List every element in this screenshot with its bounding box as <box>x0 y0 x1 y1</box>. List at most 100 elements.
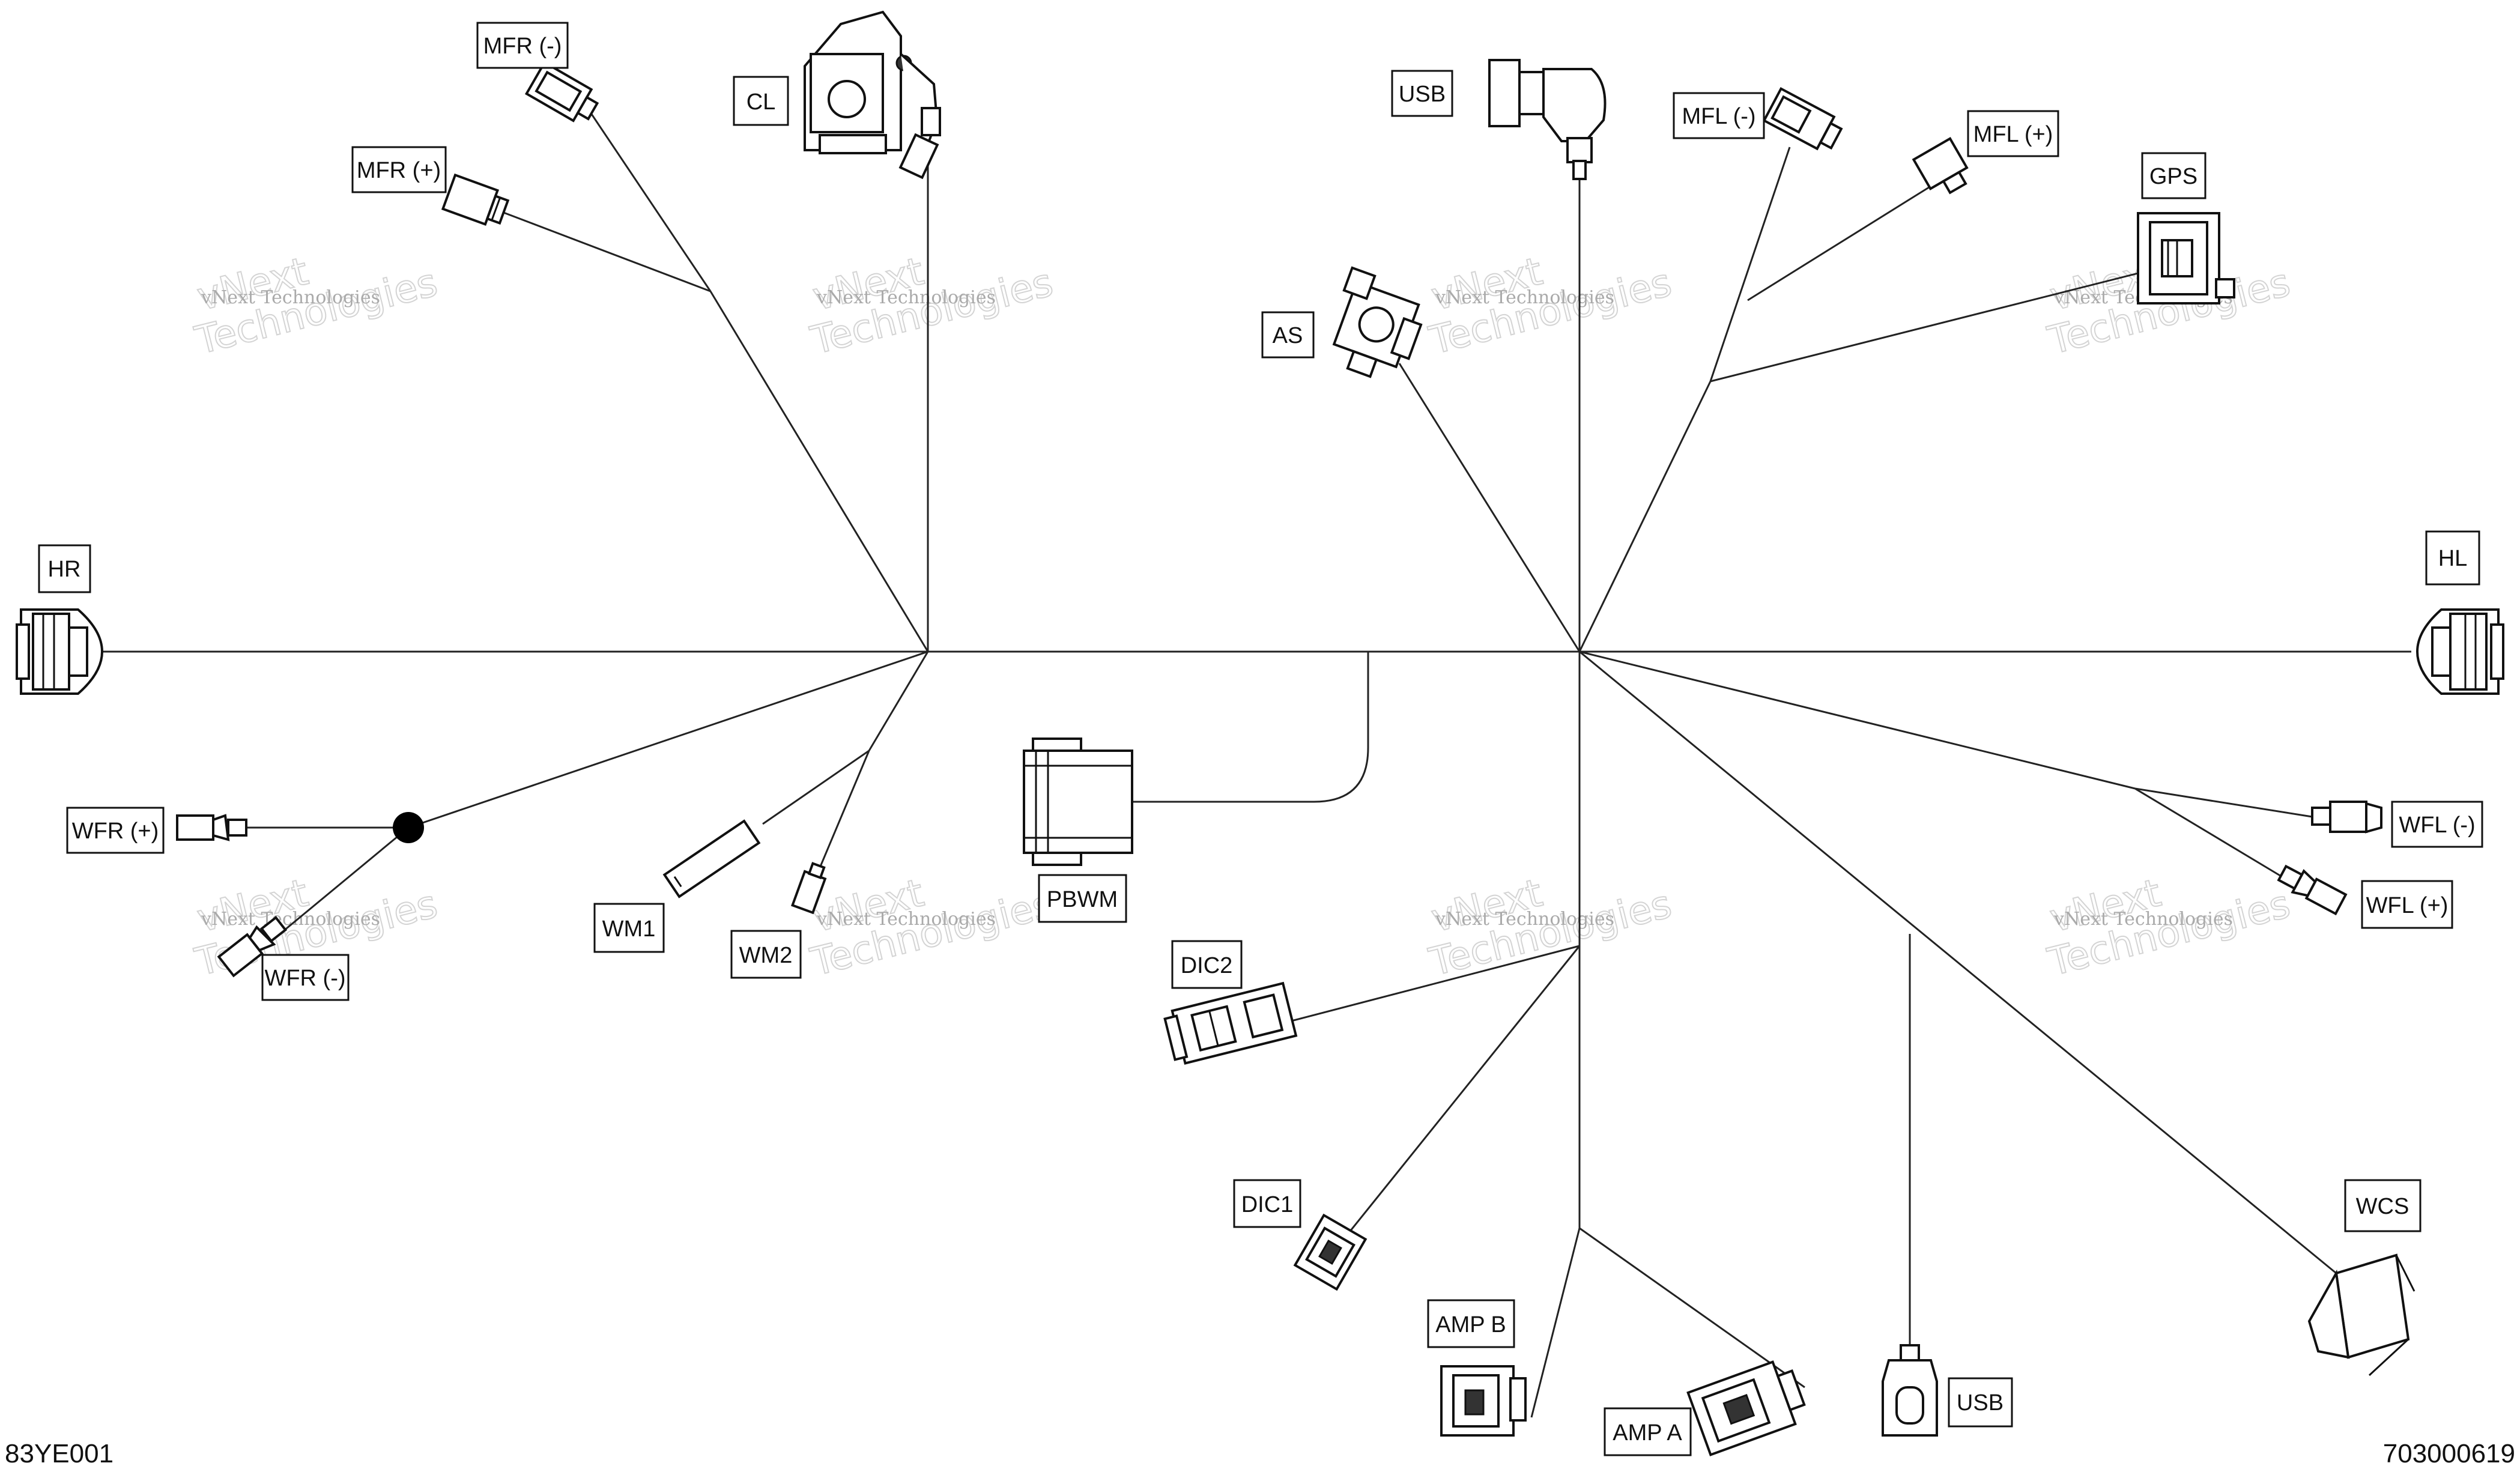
wire-wfr-minus <box>276 826 409 938</box>
label-as: AS <box>1261 311 1315 359</box>
wire-wm2 <box>819 750 870 868</box>
wire-wfr <box>408 650 928 829</box>
svg-text:vNext Technologies: vNext Technologies <box>2053 909 2233 930</box>
watermark: vNext Technologies vNext Technologies <box>2043 870 2295 986</box>
svg-text:WFL (+): WFL (+) <box>2366 893 2449 918</box>
label-cl: CL <box>733 76 789 126</box>
watermark: vNext Technologies vNext Technologies <box>806 870 1058 986</box>
label-dic1: DIC1 <box>1233 1179 1301 1228</box>
wire-wm <box>868 651 929 751</box>
svg-text:HR: HR <box>48 557 81 582</box>
watermark: vNext Technologies vNext Technologies <box>1425 870 1677 986</box>
svg-text:CL: CL <box>747 89 776 115</box>
watermark: vNext Technologies vNext Technologies <box>806 249 1058 364</box>
label-gps: GPS <box>2141 152 2207 199</box>
wire-wcs <box>1579 650 2337 1274</box>
connector-wfr-minus <box>217 916 288 978</box>
wire-mfr-plus <box>489 206 711 292</box>
svg-text:vNext Technologies: vNext Technologies <box>1435 909 1614 930</box>
svg-text:WM1: WM1 <box>602 916 656 942</box>
connector-wcs <box>2307 1253 2416 1377</box>
connector-usb-top <box>1488 59 1607 180</box>
label-mfl-plus: MFL (+) <box>1967 110 2059 157</box>
connector-mfr-plus <box>441 173 510 226</box>
wire-wfl-plus <box>2134 787 2283 878</box>
diagram-code-left: 83YE001 <box>5 1439 114 1466</box>
svg-text:HL: HL <box>2438 546 2468 571</box>
diagram-code-right: 703000619 <box>2383 1439 2515 1466</box>
wire-dic1 <box>1344 945 1581 1238</box>
label-hr: HR <box>38 544 91 593</box>
svg-text:vNext Technologies: vNext Technologies <box>816 909 996 930</box>
label-pbwm: PBWM <box>1038 874 1127 923</box>
connector-wfl-minus <box>2311 801 2382 834</box>
wire-wfl <box>1579 650 2136 790</box>
wire-gps <box>1710 272 2139 383</box>
label-hl: HL <box>2425 530 2480 586</box>
svg-text:DIC2: DIC2 <box>1181 953 1233 978</box>
connector-hl <box>2416 608 2504 695</box>
connector-wm1 <box>662 819 761 898</box>
svg-text:AS: AS <box>1273 323 1303 348</box>
connector-mfl-plus <box>1912 137 1969 195</box>
svg-text:vNext Technologies: vNext Technologies <box>201 287 380 308</box>
label-wfr-plus: WFR (+) <box>66 807 165 854</box>
label-usb-top: USB <box>1391 70 1453 117</box>
svg-text:vNext Technologies: vNext Technologies <box>201 909 380 930</box>
wire-wm1 <box>762 750 870 825</box>
connector-usb-bottom <box>1882 1344 1938 1437</box>
connector-as <box>1332 266 1423 378</box>
wire-mfr <box>709 291 929 652</box>
svg-text:USB: USB <box>1399 82 1446 107</box>
svg-text:MFL (-): MFL (-) <box>1682 104 1755 129</box>
connectors <box>16 10 2504 1456</box>
wire-mfr-minus <box>590 114 712 292</box>
svg-text:WCS: WCS <box>2356 1194 2409 1219</box>
label-mfr-minus: MFR (-) <box>476 22 569 69</box>
connector-mfl-minus <box>1762 86 1843 151</box>
svg-text:vNext Technologies: vNext Technologies <box>1435 287 1614 308</box>
label-wfl-minus: WFL (-) <box>2391 801 2483 848</box>
label-wm1: WM1 <box>593 903 665 953</box>
wire-dic2 <box>1291 945 1580 1022</box>
watermark: vNext Technologies vNext Technologies <box>1425 249 1677 364</box>
wire-amp-b <box>1530 1228 1581 1418</box>
connector-mfr-minus <box>524 61 599 123</box>
svg-text:WFL (-): WFL (-) <box>2399 813 2475 838</box>
connector-amp-b <box>1440 1365 1527 1437</box>
connector-hr <box>16 608 104 695</box>
svg-text:PBWM: PBWM <box>1047 887 1118 912</box>
labels: MFR (-) MFR (+) CL USB MFL (-) MFL (+) G… <box>38 22 2483 1456</box>
label-wm2: WM2 <box>730 930 802 979</box>
wires <box>57 114 2411 1418</box>
connector-cl <box>804 10 941 180</box>
label-wfl-plus: WFL (+) <box>2361 880 2453 929</box>
svg-text:WM2: WM2 <box>739 943 793 968</box>
wire-mfl <box>1578 381 1712 652</box>
connector-pbwm <box>1023 738 1133 866</box>
connector-dic1 <box>1293 1213 1368 1291</box>
svg-text:vNext Technologies: vNext Technologies <box>816 287 996 308</box>
wire-amp-a <box>1579 1227 1805 1389</box>
wire-mfl-minus <box>1709 147 1791 382</box>
label-amp-b: AMP B <box>1427 1299 1515 1348</box>
svg-text:AMP B: AMP B <box>1435 1312 1506 1337</box>
label-wfr-minus: WFR (-) <box>261 954 350 1001</box>
svg-text:DIC1: DIC1 <box>1241 1192 1294 1217</box>
wire-wfl-minus <box>2134 787 2313 818</box>
label-usb-bottom: USB <box>1948 1377 2013 1428</box>
connector-gps <box>2137 212 2235 304</box>
svg-text:AMP A: AMP A <box>1613 1420 1682 1446</box>
svg-text:MFL (+): MFL (+) <box>1973 122 2053 147</box>
label-amp-a: AMP A <box>1604 1407 1692 1456</box>
label-mfr-plus: MFR (+) <box>351 146 447 193</box>
svg-text:GPS: GPS <box>2149 164 2197 189</box>
connector-amp-a <box>1686 1360 1806 1456</box>
label-wcs: WCS <box>2344 1179 2422 1232</box>
svg-text:MFR (+): MFR (+) <box>357 158 441 183</box>
label-mfl-minus: MFL (-) <box>1673 92 1765 139</box>
svg-text:WFR (-): WFR (-) <box>264 966 345 991</box>
svg-text:USB: USB <box>1957 1390 2004 1416</box>
connector-wfr-plus <box>176 814 247 841</box>
